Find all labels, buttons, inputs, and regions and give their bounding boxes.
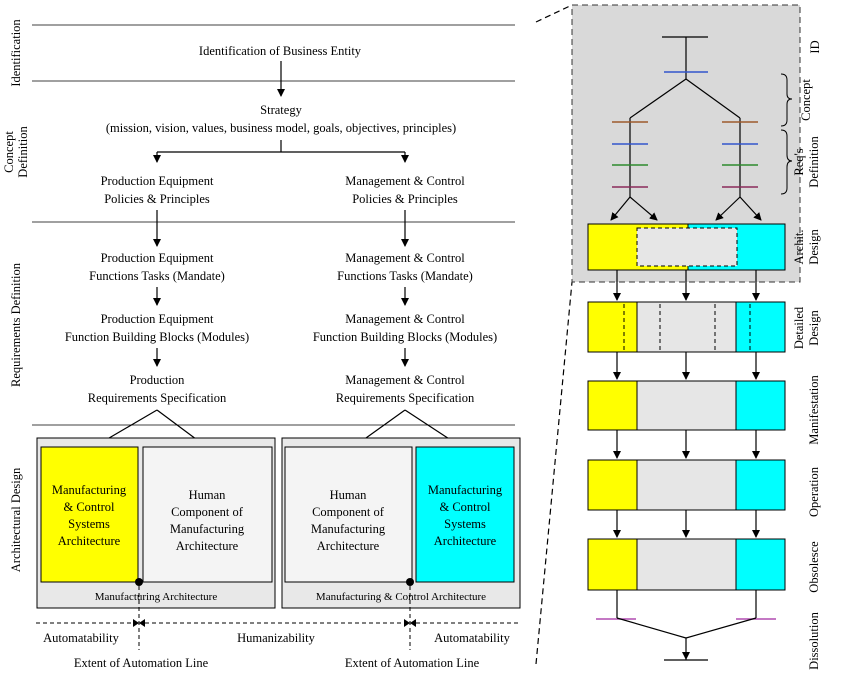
phase-label-identification: Identification [9, 19, 23, 87]
obsolesce-bar [587, 538, 786, 591]
mc-spec-line1: Management & Control [345, 373, 465, 387]
operation-bar [587, 459, 786, 511]
business-entity-text: Identification of Business Entity [199, 44, 362, 58]
automatability-left-label: Automatability [43, 631, 119, 645]
right-label-id: ID [808, 40, 822, 53]
pe-policies-line2: Policies & Principles [104, 192, 210, 206]
phase-label-requirements: Requirements Definition [9, 262, 23, 387]
right-label-manifestation: Manifestation [807, 375, 821, 445]
prod-spec-line2: Requirements Specification [88, 391, 227, 405]
zoom-connector-lines [535, 4, 573, 665]
requirement-arrows [153, 210, 409, 367]
human-right-line3: Manufacturing [311, 522, 386, 536]
phase-label-architectural: Architectural Design [9, 467, 23, 572]
right-label-operation: Operation [807, 466, 821, 517]
human-left-line3: Manufacturing [170, 522, 245, 536]
right-label-archit-1: Archit. [792, 229, 806, 264]
prod-spec-line1: Production [130, 373, 186, 387]
phase-separators [32, 24, 515, 426]
right-label-obsolesce: Obsolesce [807, 541, 821, 593]
decision-tree [610, 36, 762, 221]
mcs-right-line2: & Control [439, 500, 491, 514]
manifestation-bar [587, 380, 786, 431]
right-label-detailed-2: Design [807, 310, 821, 346]
phase-label-concept-2: Definition [16, 126, 30, 178]
mcs-architecture-right-box [415, 446, 515, 583]
mcs-right-line3: Systems [444, 517, 486, 531]
right-label-detailed-1: Detailed [792, 306, 806, 349]
archit-design-bar [587, 223, 786, 271]
right-label-concept: Concept [799, 79, 813, 121]
human-left-line2: Component of [171, 505, 244, 519]
mc-policies-line2: Policies & Principles [352, 192, 458, 206]
human-left-line4: Architecture [176, 539, 239, 553]
pe-blocks-line2: Function Building Blocks (Modules) [65, 330, 249, 344]
extent-right-label: Extent of Automation Line [345, 656, 480, 670]
right-label-reqs-1: Req's [792, 148, 806, 175]
humanizability-label: Humanizability [237, 631, 316, 645]
mc-functions-line1: Management & Control [345, 251, 465, 265]
mc-blocks-line2: Function Building Blocks (Modules) [313, 330, 497, 344]
mc-blocks-line1: Management & Control [345, 312, 465, 326]
mcs-left-line1: Manufacturing [52, 483, 127, 497]
right-label-archit-2: Design [807, 229, 821, 265]
automatability-right-label: Automatability [434, 631, 510, 645]
automation-line-left [135, 578, 143, 650]
mc-policies-line1: Management & Control [345, 174, 465, 188]
detailed-design-bar [587, 301, 786, 353]
human-left-line1: Human [189, 488, 227, 502]
pe-functions-line2: Functions Tasks (Mandate) [89, 269, 225, 283]
pe-policies-line1: Production Equipment [101, 174, 214, 188]
mc-spec-line2: Requirements Specification [336, 391, 475, 405]
pe-blocks-line1: Production Equipment [101, 312, 214, 326]
human-right-line2: Component of [312, 505, 385, 519]
human-right-line1: Human [330, 488, 368, 502]
strategy-detail: (mission, vision, values, business model… [106, 121, 456, 135]
right-label-dissolution: Dissolution [807, 611, 821, 669]
phase-braces [780, 73, 793, 195]
mcs-left-line3: Systems [68, 517, 110, 531]
phase-label-concept-1: Concept [2, 131, 16, 173]
automation-range-arrows [133, 619, 416, 627]
strategy-title: Strategy [260, 103, 302, 117]
strategy-split-connector [153, 140, 409, 163]
manufacturing-architecture-label: Manufacturing Architecture [95, 591, 218, 603]
extent-left-label: Extent of Automation Line [74, 656, 209, 670]
pe-functions-line1: Production Equipment [101, 251, 214, 265]
phase-bar-arrows [613, 270, 760, 618]
dissolution-tree [596, 617, 776, 661]
automation-line-right [406, 578, 414, 650]
right-label-reqs-2: Definition [807, 136, 821, 188]
mcs-right-line4: Architecture [434, 534, 497, 548]
mcs-left-line4: Architecture [58, 534, 121, 548]
human-right-line4: Architecture [317, 539, 380, 553]
requirement-ticks [612, 71, 758, 188]
mcs-left-line2: & Control [63, 500, 115, 514]
mc-functions-line2: Functions Tasks (Mandate) [337, 269, 473, 283]
mc-architecture-label: Manufacturing & Control Architecture [316, 591, 486, 603]
mcs-architecture-left-box [40, 446, 139, 583]
mcs-right-line1: Manufacturing [428, 483, 503, 497]
human-component-left-box [142, 446, 273, 583]
human-component-right-box [284, 446, 413, 583]
